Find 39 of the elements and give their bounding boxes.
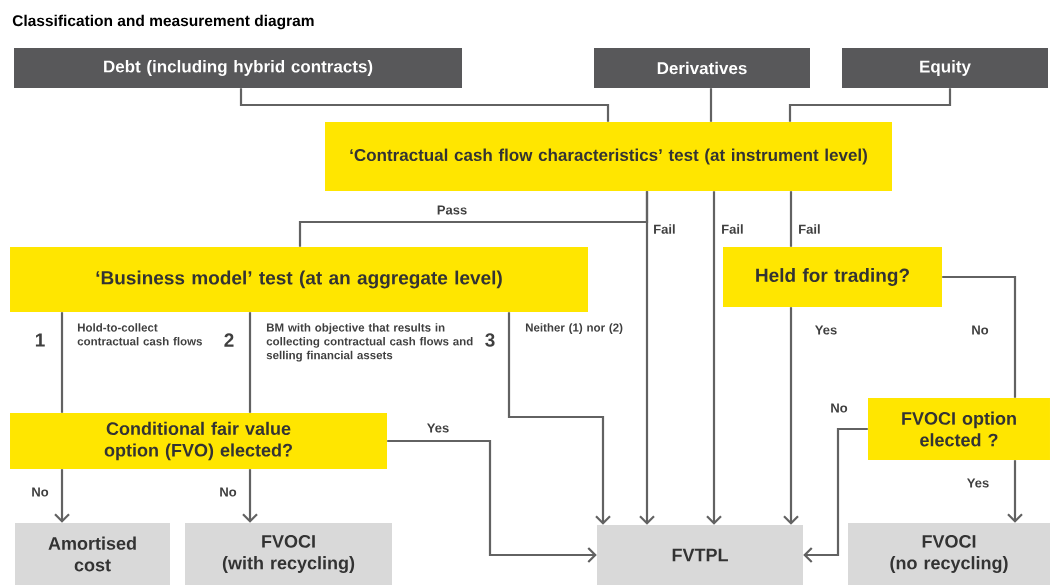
connector-arrow bbox=[706, 191, 722, 525]
edge-label: No bbox=[218, 486, 238, 498]
outcome-box: Amortised cost bbox=[15, 523, 170, 585]
edge-label: Yes bbox=[813, 324, 839, 336]
connector-arrow bbox=[242, 469, 258, 523]
edge-label: Fail bbox=[652, 223, 677, 235]
edge-label: Yes bbox=[965, 477, 991, 489]
connector-arrow bbox=[1007, 460, 1023, 523]
connector-arrow bbox=[803, 427, 868, 563]
connector-arrow bbox=[387, 439, 597, 563]
test-box: ‘Contractual cash flow characteristics’ test (at instrument level) bbox=[325, 122, 892, 191]
edge-label: Hold-to-collect contractual cash flows bbox=[76, 322, 207, 347]
connector-arrow bbox=[54, 469, 70, 523]
outcome-box: FVTPL bbox=[597, 525, 803, 585]
category-box: Equity bbox=[842, 48, 1048, 88]
outcome-box: FVOCI (no recycling) bbox=[848, 523, 1050, 585]
edge-label: Fail bbox=[720, 223, 745, 235]
edge-label: No bbox=[829, 402, 849, 414]
test-box: FVOCI option elected ? bbox=[868, 398, 1050, 460]
edge-label: Fail bbox=[797, 223, 822, 235]
edge-label: No bbox=[970, 324, 990, 336]
edge-label: Yes bbox=[425, 422, 451, 434]
path-number: 2 bbox=[224, 333, 234, 347]
edge-label: Pass bbox=[435, 204, 469, 216]
path-number: 3 bbox=[485, 333, 495, 347]
connector-arrow bbox=[783, 307, 799, 525]
connector-arrow bbox=[639, 191, 655, 525]
edge-label: BM with objective that results in collecting contractual cash flows and selling financial assets bbox=[265, 322, 483, 363]
test-box: Conditional fair value option (FVO) elected? bbox=[10, 413, 387, 469]
edge-label: Neither (1) nor (2) bbox=[524, 322, 627, 335]
title: Classification and measurement diagram bbox=[12, 14, 314, 30]
category-box: Debt (including hybrid contracts) bbox=[14, 48, 462, 88]
path-number: 1 bbox=[35, 333, 45, 347]
category-box: Derivatives bbox=[594, 48, 810, 88]
test-box: ‘Business model’ test (at an aggregate level) bbox=[10, 247, 588, 312]
connector-arrow bbox=[507, 312, 611, 525]
outcome-box: FVOCI (with recycling) bbox=[185, 523, 392, 585]
edge-label: No bbox=[30, 486, 50, 498]
test-box: Held for trading? bbox=[723, 247, 942, 307]
